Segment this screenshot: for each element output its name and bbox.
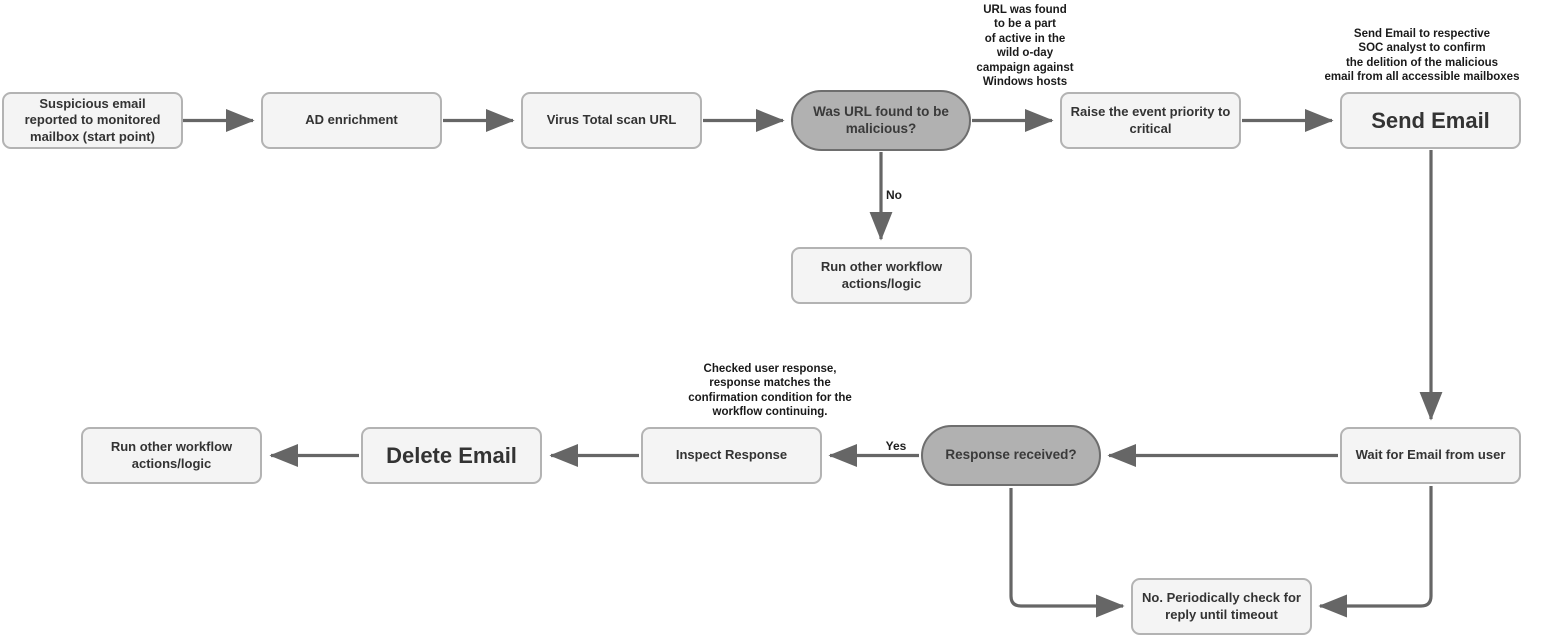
node-suspicious-email-start[interactable]: Suspicious email reported to monitored m…	[2, 92, 183, 149]
node-inspect-response[interactable]: Inspect Response	[641, 427, 822, 484]
node-wait-for-email[interactable]: Wait for Email from user	[1340, 427, 1521, 484]
edge-label-malicious-yes: URL was found to be a part of active in …	[976, 4, 1074, 88]
node-run-other-workflow-bottom[interactable]: Run other workflow actions/logic	[81, 427, 262, 484]
node-label: Suspicious email reported to monitored m…	[24, 96, 161, 144]
edge-label-checked-user-response: Checked user response, response matches …	[688, 363, 852, 419]
node-label: Delete Email	[386, 442, 517, 468]
node-response-received[interactable]: Response received?	[921, 425, 1101, 486]
node-label: AD enrichment	[305, 112, 398, 128]
node-delete-email[interactable]: Delete Email	[361, 427, 542, 484]
node-label: Run other workflow actions/logic	[820, 259, 943, 291]
node-label: No. Periodically check for reply until t…	[1142, 590, 1301, 622]
node-label: Wait for Email from user	[1355, 447, 1506, 463]
edge-label-no: No	[886, 188, 902, 202]
node-ad-enrichment[interactable]: AD enrichment	[261, 92, 442, 149]
node-label: Virus Total scan URL	[546, 112, 677, 128]
node-send-email[interactable]: Send Email	[1340, 92, 1521, 149]
node-virus-total-scan-url[interactable]: Virus Total scan URL	[521, 92, 702, 149]
node-label: Send Email	[1371, 107, 1490, 133]
node-label: Response received?	[945, 447, 1077, 463]
node-was-url-malicious[interactable]: Was URL found to be malicious?	[791, 90, 971, 151]
node-label: Was URL found to be malicious?	[813, 103, 949, 136]
node-run-other-workflow-top[interactable]: Run other workflow actions/logic	[791, 247, 972, 304]
edge-wait-to-periodic-check	[1318, 486, 1433, 618]
node-raise-event-priority[interactable]: Raise the event priority to critical	[1060, 92, 1241, 149]
edge-label-send-email-note: Send Email to respective SOC analyst to …	[1324, 28, 1520, 84]
node-label: Run other workflow actions/logic	[110, 439, 233, 471]
node-label: Raise the event priority to critical	[1070, 104, 1231, 136]
edge-label-yes: Yes	[885, 439, 907, 453]
node-periodic-check[interactable]: No. Periodically check for reply until t…	[1131, 578, 1312, 635]
edge-response-received-to-periodic-check	[1009, 488, 1125, 618]
node-label: Inspect Response	[675, 447, 788, 463]
